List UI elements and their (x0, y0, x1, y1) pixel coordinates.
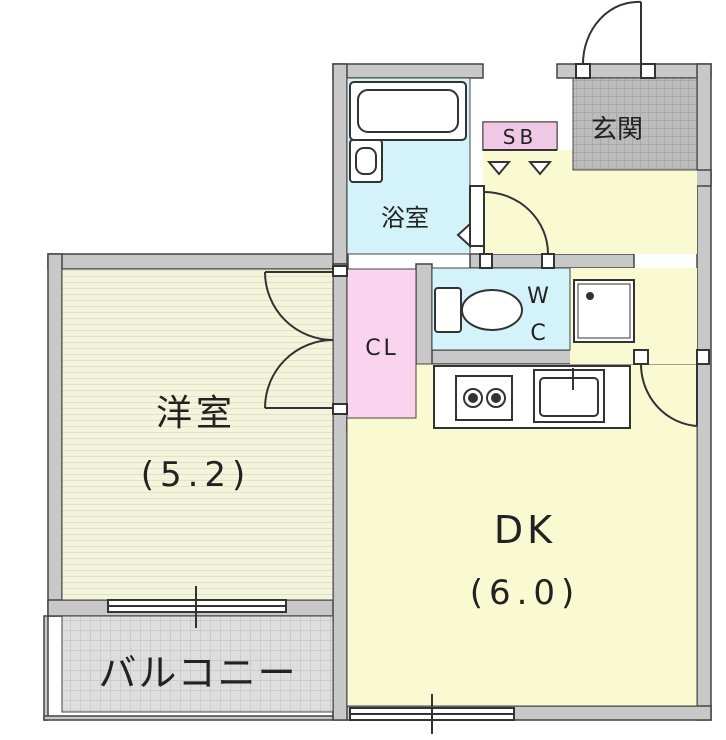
shoebox-name: SB (503, 125, 537, 149)
bath-door-icon (456, 185, 549, 255)
entrance-name: 玄関 (591, 115, 643, 145)
wc-label-c: C (530, 321, 545, 346)
toilet-icon (434, 287, 523, 333)
balcony-floor (61, 615, 334, 713)
washer-space-icon (573, 279, 635, 343)
bathtub-icon (349, 81, 467, 141)
washbasin-icon (349, 139, 383, 183)
bath-name: 浴室 (381, 204, 429, 232)
wc-label-w: W (527, 284, 549, 309)
closet-name: CL (365, 336, 399, 361)
western-window-icon (107, 586, 287, 628)
dk-window-icon (349, 694, 515, 734)
western-room-size: (5.2) (141, 455, 252, 495)
western-room-floor (61, 268, 334, 601)
balcony-name: バルコニー (98, 651, 297, 695)
entrance-floor (572, 77, 698, 171)
closet-floor (346, 268, 417, 419)
shoebox-doors-icon (483, 149, 557, 176)
entrance-door-icon (575, 0, 656, 79)
dk-door-icon (633, 349, 710, 427)
stove-icon (455, 375, 513, 421)
dk-room-size: (6.0) (470, 573, 581, 613)
wc-door-icon (479, 253, 555, 269)
dk-room-name: DK (494, 508, 556, 552)
shoebox-floor (482, 121, 558, 151)
sink-icon (533, 368, 605, 423)
western-room-name: 洋室 (156, 393, 236, 434)
closet-doors-icon (264, 265, 348, 415)
